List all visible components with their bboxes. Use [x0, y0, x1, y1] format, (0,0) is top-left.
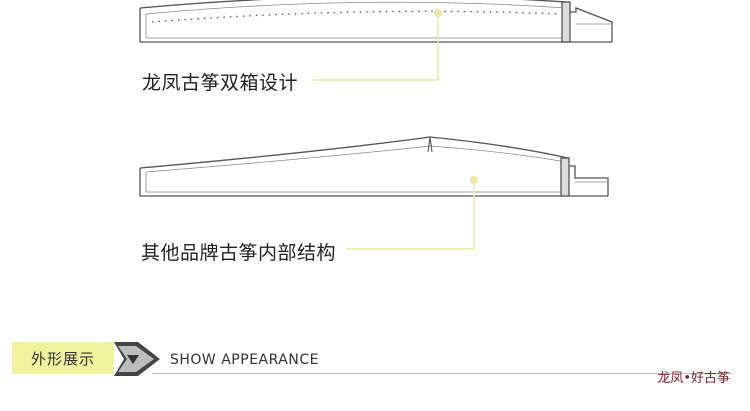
right-block	[560, 157, 570, 197]
leader-line	[312, 13, 439, 81]
guzheng-other-brand-section	[139, 136, 609, 197]
leader-line	[346, 180, 475, 250]
tail-step	[569, 165, 609, 196]
section-title-en: SHOW APPEARANCE	[170, 352, 319, 368]
top-board-outline	[139, 136, 569, 169]
triangle-down-icon	[114, 342, 160, 376]
inner-dotted-chamber	[151, 10, 561, 23]
guzheng-double-box-section	[139, 0, 613, 43]
right-block	[561, 1, 571, 43]
top-board-outline	[139, 0, 567, 9]
section-title-cn: 外形展示	[30, 349, 95, 368]
section-divider	[152, 373, 732, 374]
caption-other-brand: 其他品牌古筝内部结构	[141, 242, 337, 264]
bridge-peak	[427, 136, 433, 153]
top-board-inner	[145, 145, 567, 173]
leader-double-box	[312, 9, 442, 81]
leader-other-brand	[346, 176, 478, 250]
tail-step	[570, 7, 613, 42]
section-title-bar: 外形展示	[12, 342, 114, 374]
top-board-inner	[145, 1, 567, 15]
caption-double-box: 龙凤古筝双箱设计	[142, 72, 299, 94]
brand-text: 龙凤•好古筝	[657, 371, 730, 386]
